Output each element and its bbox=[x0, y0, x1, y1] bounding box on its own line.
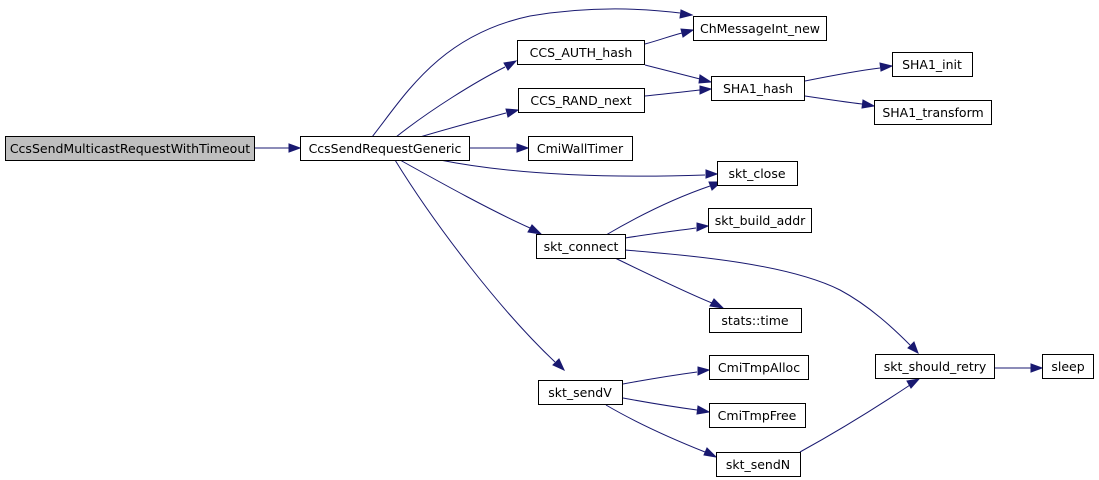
node-label: CCS_AUTH_hash bbox=[530, 45, 633, 60]
edge-arrow bbox=[907, 341, 919, 355]
node-skt-build-addr[interactable]: skt_build_addr bbox=[708, 208, 812, 233]
edge-arrow bbox=[1030, 363, 1044, 373]
edge-generic-sendv bbox=[394, 159, 556, 363]
node-ccs-rand-next[interactable]: CCS_RAND_next bbox=[518, 88, 645, 113]
edge-arrow bbox=[697, 366, 711, 376]
node-sleep[interactable]: sleep bbox=[1042, 354, 1094, 379]
node-cmitmpalloc[interactable]: CmiTmpAlloc bbox=[709, 355, 809, 380]
edge-arrow bbox=[696, 405, 711, 415]
edge-connect-buildaddr bbox=[624, 227, 697, 239]
edge-generic-auth bbox=[395, 66, 506, 138]
edge-sendv-free bbox=[622, 397, 698, 411]
node-label: CmiTmpFree bbox=[718, 408, 797, 423]
node-label: CcsSendRequestGeneric bbox=[309, 141, 462, 156]
node-sha1-init[interactable]: SHA1_init bbox=[892, 52, 973, 77]
node-skt-connect[interactable]: skt_connect bbox=[536, 234, 626, 259]
edge-sendn-retry bbox=[799, 384, 911, 453]
edge-arrow bbox=[861, 99, 876, 109]
edge-arrow bbox=[879, 62, 894, 72]
node-stats-time[interactable]: stats::time bbox=[709, 308, 802, 333]
node-label: skt_close bbox=[728, 166, 785, 181]
node-sha1-transform[interactable]: SHA1_transform bbox=[874, 100, 992, 125]
node-label: SHA1_hash bbox=[723, 81, 793, 96]
edge-auth-chmsg bbox=[644, 32, 683, 45]
edge-arrow bbox=[552, 358, 566, 372]
node-label: skt_sendV bbox=[548, 385, 612, 400]
edge-arrow bbox=[699, 85, 713, 95]
node-label: CCS_RAND_next bbox=[530, 93, 631, 108]
node-label: skt_build_addr bbox=[715, 213, 806, 228]
node-label: SHA1_init bbox=[902, 57, 962, 72]
edge-arrow bbox=[703, 447, 718, 458]
edge-arrow bbox=[679, 9, 694, 19]
edge-arrow bbox=[698, 74, 713, 84]
edge-rand-sha1hash bbox=[644, 89, 701, 97]
edge-connect-time bbox=[614, 257, 713, 304]
node-sha1-hash[interactable]: SHA1_hash bbox=[711, 76, 805, 101]
edge-generic-connect bbox=[399, 159, 531, 229]
edge-arrow bbox=[680, 28, 695, 38]
node-ccssendmulticastrequestwithtimeout[interactable]: CcsSendMulticastRequestWithTimeout bbox=[5, 136, 255, 161]
edge-arrow bbox=[527, 224, 543, 235]
edge-connect-retry bbox=[624, 249, 911, 346]
edge-arrow bbox=[705, 169, 719, 179]
edge-arrow bbox=[696, 222, 710, 232]
edge-generic-rand bbox=[419, 112, 507, 138]
node-label: skt_connect bbox=[544, 239, 619, 254]
node-ccs-auth-hash[interactable]: CCS_AUTH_hash bbox=[517, 40, 645, 65]
node-label: stats::time bbox=[721, 313, 788, 328]
node-chmessageint-new[interactable]: ChMessageInt_new bbox=[693, 16, 827, 41]
node-label: sleep bbox=[1051, 359, 1084, 374]
node-ccssendrequestgeneric[interactable]: CcsSendRequestGeneric bbox=[300, 136, 470, 161]
node-label: skt_sendN bbox=[726, 457, 790, 472]
edge-arrow bbox=[516, 143, 530, 153]
edge-sendv-alloc bbox=[622, 371, 698, 385]
node-label: SHA1_transform bbox=[882, 105, 983, 120]
node-skt-close[interactable]: skt_close bbox=[717, 161, 798, 186]
node-skt-sendn[interactable]: skt_sendN bbox=[716, 452, 801, 477]
node-skt-should-retry[interactable]: skt_should_retry bbox=[875, 354, 995, 379]
edge-sha1hash-sha1init bbox=[804, 67, 881, 82]
edge-generic-close bbox=[439, 159, 706, 177]
edge-generic-chmsg bbox=[371, 8, 681, 138]
node-skt-sendv[interactable]: skt_sendV bbox=[538, 380, 623, 405]
node-label: skt_should_retry bbox=[884, 359, 987, 374]
edge-arrow bbox=[505, 108, 520, 118]
edge-sendv-sendn bbox=[605, 404, 706, 453]
edge-arrow bbox=[503, 60, 518, 71]
edge-arrow bbox=[906, 378, 921, 389]
node-label: CcsSendMulticastRequestWithTimeout bbox=[10, 141, 250, 156]
edges bbox=[255, 8, 1044, 458]
edge-sha1hash-sha1transform bbox=[804, 95, 863, 105]
edge-auth-sha1hash bbox=[644, 64, 701, 80]
nodes: CcsSendMulticastRequestWithTimeout CcsSe… bbox=[5, 16, 1094, 477]
node-label: CmiTmpAlloc bbox=[718, 360, 800, 375]
edge-arrow bbox=[288, 143, 302, 153]
node-label: ChMessageInt_new bbox=[700, 21, 820, 36]
edge-connect-close bbox=[605, 185, 711, 236]
node-label: CmiWallTimer bbox=[537, 141, 624, 156]
node-cmiwalltimer[interactable]: CmiWallTimer bbox=[528, 136, 633, 161]
node-cmitmpfree[interactable]: CmiTmpFree bbox=[709, 403, 806, 428]
edge-arrow bbox=[709, 298, 725, 309]
